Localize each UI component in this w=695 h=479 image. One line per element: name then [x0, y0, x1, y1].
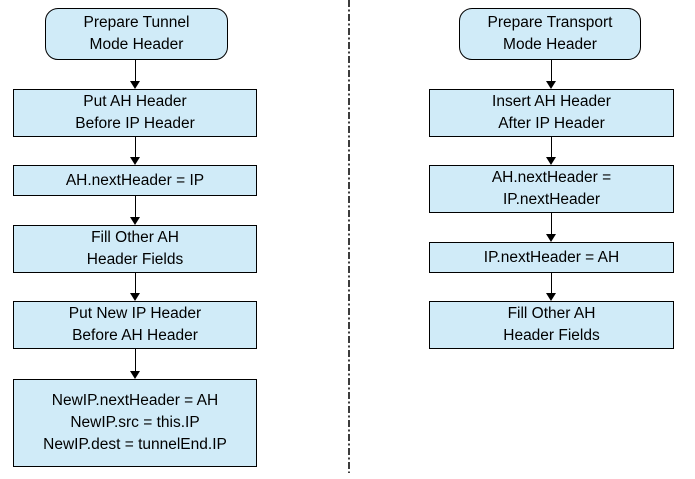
arrow-shaft [550, 273, 553, 295]
node-text-line: Before IP Header [75, 115, 195, 132]
node-text-line: Prepare Tunnel [83, 14, 190, 31]
arrow-head-icon [546, 157, 556, 165]
node-newip-assignments: NewIP.nextHeader = AH NewIP.src = this.I… [13, 379, 257, 467]
arrow-head-icon [546, 81, 556, 89]
node-text-line: IP.nextHeader [502, 191, 601, 208]
node-text-line: Mode Header [503, 36, 597, 53]
arrow-head-icon [130, 371, 140, 379]
node-text-line: NewIP.dest = tunnelEnd.IP [43, 436, 227, 453]
node-text-line: Insert AH Header [492, 93, 611, 110]
node-insert-ah-header-after-ip-header: Insert AH Header After IP Header [429, 89, 674, 137]
node-text-line: After IP Header [498, 115, 605, 132]
node-text-line: AH.nextHeader = [491, 169, 612, 186]
node-text-line: Mode Header [89, 36, 184, 53]
down-arrow-connector [130, 273, 141, 301]
arrow-shaft [134, 196, 137, 219]
node-put-new-ip-header-before-ah-header: Put New IP Header Before AH Header [13, 301, 257, 349]
arrow-head-icon [130, 81, 140, 89]
column-separator-line [348, 0, 350, 473]
node-ah-nextheader-equals-ip: AH.nextHeader = IP [13, 165, 257, 196]
node-text-line: Header Fields [503, 327, 600, 344]
arrow-shaft [550, 213, 553, 236]
node-text-line: IP.nextHeader = AH [483, 248, 620, 266]
node-fill-other-ah-header-fields-tunnel: Fill Other AH Header Fields [13, 225, 257, 273]
node-text-line: Put AH Header [83, 93, 187, 110]
down-arrow-connector [130, 60, 141, 89]
arrow-shaft [550, 137, 553, 159]
node-text-line: Put New IP Header [68, 305, 202, 322]
arrow-shaft [134, 273, 137, 295]
down-arrow-connector [546, 273, 557, 301]
arrow-head-icon [546, 234, 556, 242]
arrow-head-icon [130, 217, 140, 225]
node-text-line: Before AH Header [72, 327, 198, 344]
down-arrow-connector [546, 137, 557, 165]
node-text-line: Header Fields [86, 251, 184, 268]
node-text-line: NewIP.nextHeader = AH [51, 392, 219, 409]
node-text-line: NewIP.src = this.IP [70, 414, 200, 431]
arrow-shaft [134, 137, 137, 159]
arrow-shaft [550, 60, 553, 83]
arrow-head-icon [130, 157, 140, 165]
node-prepare-tunnel-mode-header: Prepare Tunnel Mode Header [45, 8, 228, 60]
node-prepare-transport-mode-header: Prepare Transport Mode Header [459, 8, 641, 60]
node-text-line: Prepare Transport [487, 14, 613, 31]
node-ip-nextheader-equals-ah: IP.nextHeader = AH [429, 242, 674, 273]
node-fill-other-ah-header-fields-transport: Fill Other AH Header Fields [429, 301, 674, 349]
arrow-shaft [134, 60, 137, 83]
node-text-line: AH.nextHeader = IP [65, 171, 205, 189]
node-ah-nextheader-equals-ip-nextheader: AH.nextHeader = IP.nextHeader [429, 165, 674, 213]
down-arrow-connector [130, 196, 141, 225]
arrow-head-icon [130, 293, 140, 301]
node-put-ah-header-before-ip-header: Put AH Header Before IP Header [13, 89, 257, 137]
node-text-line: Fill Other AH [507, 305, 596, 322]
arrow-shaft [134, 349, 137, 373]
down-arrow-connector [546, 213, 557, 242]
down-arrow-connector [130, 349, 141, 379]
arrow-head-icon [546, 293, 556, 301]
node-text-line: Fill Other AH [91, 229, 179, 246]
down-arrow-connector [130, 137, 141, 165]
down-arrow-connector [546, 60, 557, 89]
